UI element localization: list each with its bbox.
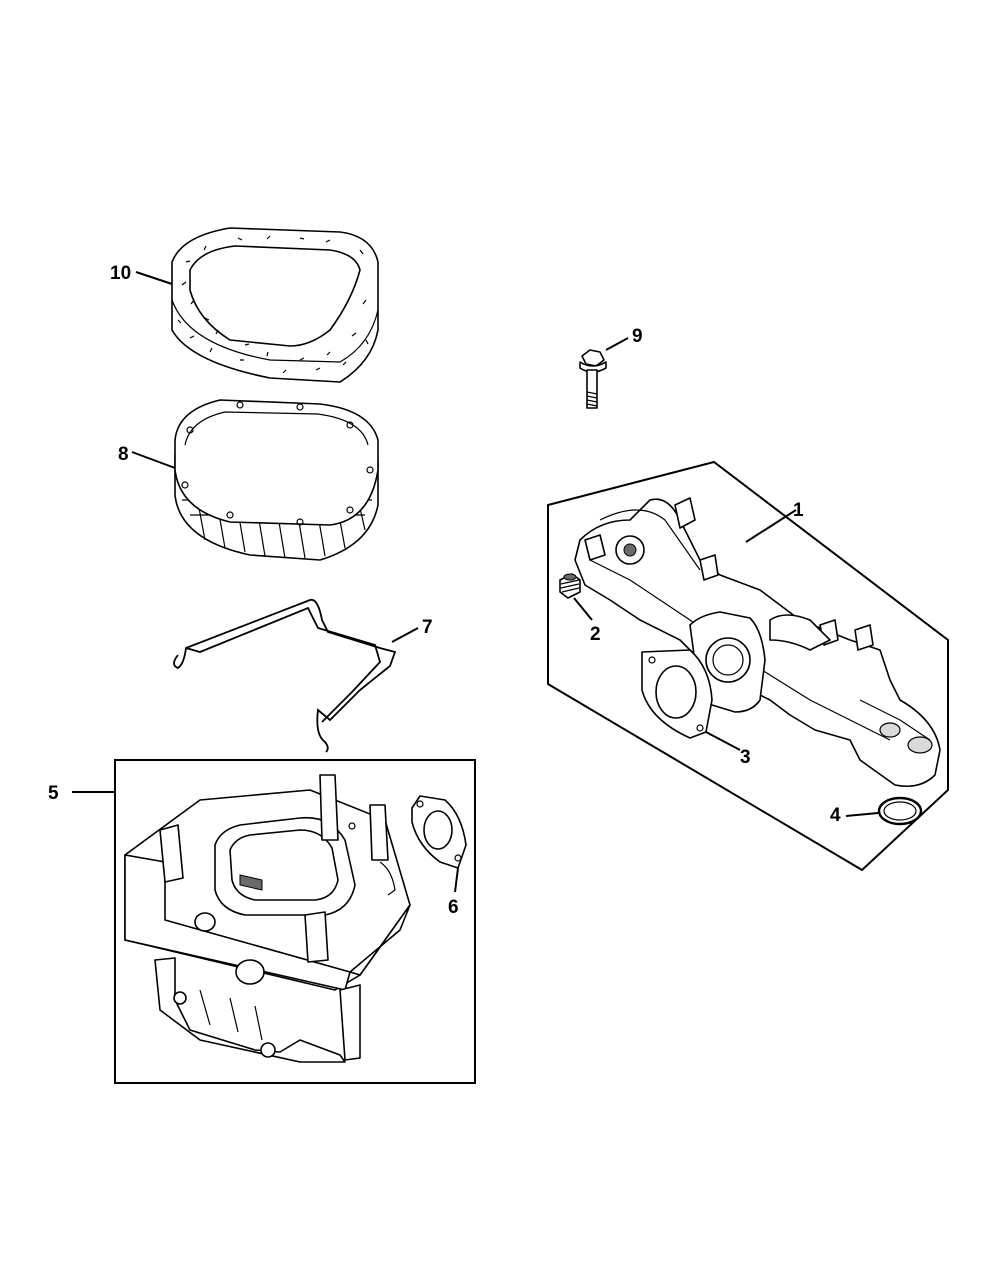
leader-line: [705, 731, 741, 751]
pre-cleaner-icon[interactable]: [171, 227, 379, 383]
leader-line: [454, 867, 459, 893]
callout-10[interactable]: 10: [110, 263, 131, 284]
bolt-icon[interactable]: [579, 349, 607, 409]
leader-line: [391, 627, 419, 643]
plug-icon[interactable]: [559, 573, 581, 599]
wire-clip-icon[interactable]: [173, 598, 397, 753]
callout-2[interactable]: 2: [590, 624, 601, 645]
callout-8[interactable]: 8: [118, 444, 129, 465]
callout-4[interactable]: 4: [830, 805, 841, 826]
leader-line: [605, 337, 629, 351]
base-gasket-icon[interactable]: [411, 795, 467, 869]
leader-line: [135, 271, 173, 285]
callout-6[interactable]: 6: [448, 897, 459, 918]
air-filter-base-icon[interactable]: [124, 774, 411, 1063]
callout-3[interactable]: 3: [740, 747, 751, 768]
callout-5[interactable]: 5: [48, 783, 59, 804]
callout-7[interactable]: 7: [422, 617, 433, 638]
manifold-kit-frame: [547, 460, 949, 872]
air-filter-base-frame: [114, 759, 476, 1084]
o-ring-icon[interactable]: [877, 796, 923, 826]
air-filter-cartridge-icon[interactable]: [174, 399, 379, 561]
leader-line: [845, 812, 879, 817]
leader-line: [131, 451, 176, 469]
intake-manifold-icon[interactable]: [574, 497, 941, 788]
leader-line: [573, 597, 593, 621]
manifold-gasket-icon[interactable]: [641, 649, 713, 739]
callout-1[interactable]: 1: [793, 500, 804, 521]
callout-9[interactable]: 9: [632, 326, 643, 347]
leader-line: [745, 509, 797, 543]
